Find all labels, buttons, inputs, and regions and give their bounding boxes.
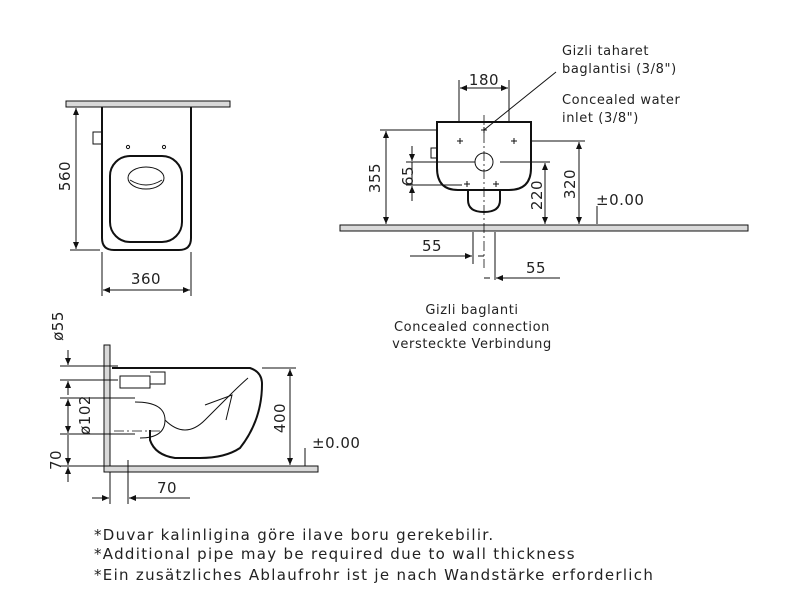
dim-560-label: 560 [56, 161, 74, 191]
notes: *Duvar kalinligina göre ilave boru gerek… [94, 526, 654, 584]
inlet-label-tr-1: Gizli taharet [562, 44, 649, 59]
side-view-pipe-joint [150, 371, 166, 385]
front-view-bowl-outline [101, 107, 192, 251]
front-view-hinge-right [161, 144, 167, 150]
front-view-fixing [92, 131, 103, 145]
dim-dia55-label: ø55 [49, 311, 67, 341]
front-view: 560 360 [56, 100, 231, 296]
front-view-wall [65, 100, 231, 108]
side-view-inner-bowl [164, 377, 249, 431]
dim-55-left-label: 55 [422, 237, 442, 255]
note-german: *Ein zusätzliches Ablaufrohr ist je nach… [94, 566, 654, 584]
front-view-hinge-left [125, 144, 131, 150]
dim-180-label: 180 [469, 71, 499, 89]
dim-355-label: 355 [366, 163, 384, 193]
dim-65-label: 65 [399, 166, 417, 186]
rear-view: 180 355 65 220 320 ±0.00 55 55 Gizli t [339, 44, 749, 352]
dim-400-label: 400 [271, 403, 289, 433]
side-view: ø55 ø102 70 400 ±0.00 70 [47, 311, 360, 504]
note-turkish: *Duvar kalinligina göre ilave boru gerek… [94, 526, 494, 544]
inlet-label-tr-2: baglantisi (3/8") [562, 62, 677, 77]
connection-label-tr: Gizli baglanti [425, 303, 518, 318]
front-view-outlet-opening [127, 166, 165, 190]
side-view-water-seal [204, 394, 233, 421]
inlet-label-en-2: inlet (3/8") [562, 111, 639, 126]
connection-label-de: versteckte Verbindung [392, 337, 552, 352]
rear-zero-label: ±0.00 [596, 191, 644, 209]
dim-70-vertical-label: 70 [47, 450, 65, 470]
dim-70-horizontal-label: 70 [157, 479, 177, 497]
connection-label-en: Concealed connection [394, 320, 550, 335]
rear-view-mounting-marks [457, 127, 517, 187]
rear-view-floor [339, 224, 749, 232]
side-view-bowl-outline [112, 367, 264, 459]
inlet-leader-line [483, 71, 557, 131]
dim-360-label: 360 [131, 270, 161, 288]
note-english: *Additional pipe may be required due to … [94, 545, 576, 563]
front-view-seat [109, 155, 183, 243]
side-view-pipe [119, 375, 151, 389]
side-zero-label: ±0.00 [312, 434, 360, 452]
dim-dia102-label: ø102 [76, 395, 94, 435]
inlet-label-en-1: Concealed water [562, 93, 680, 108]
front-view-rim-curve [129, 179, 163, 186]
dim-320-label: 320 [561, 169, 579, 199]
side-view-floor [103, 465, 319, 473]
dim-220-label: 220 [528, 180, 546, 210]
side-view-wall [103, 344, 111, 472]
rear-view-fixing [430, 147, 438, 159]
dim-55-right-label: 55 [526, 259, 546, 277]
rear-view-body [436, 121, 532, 191]
